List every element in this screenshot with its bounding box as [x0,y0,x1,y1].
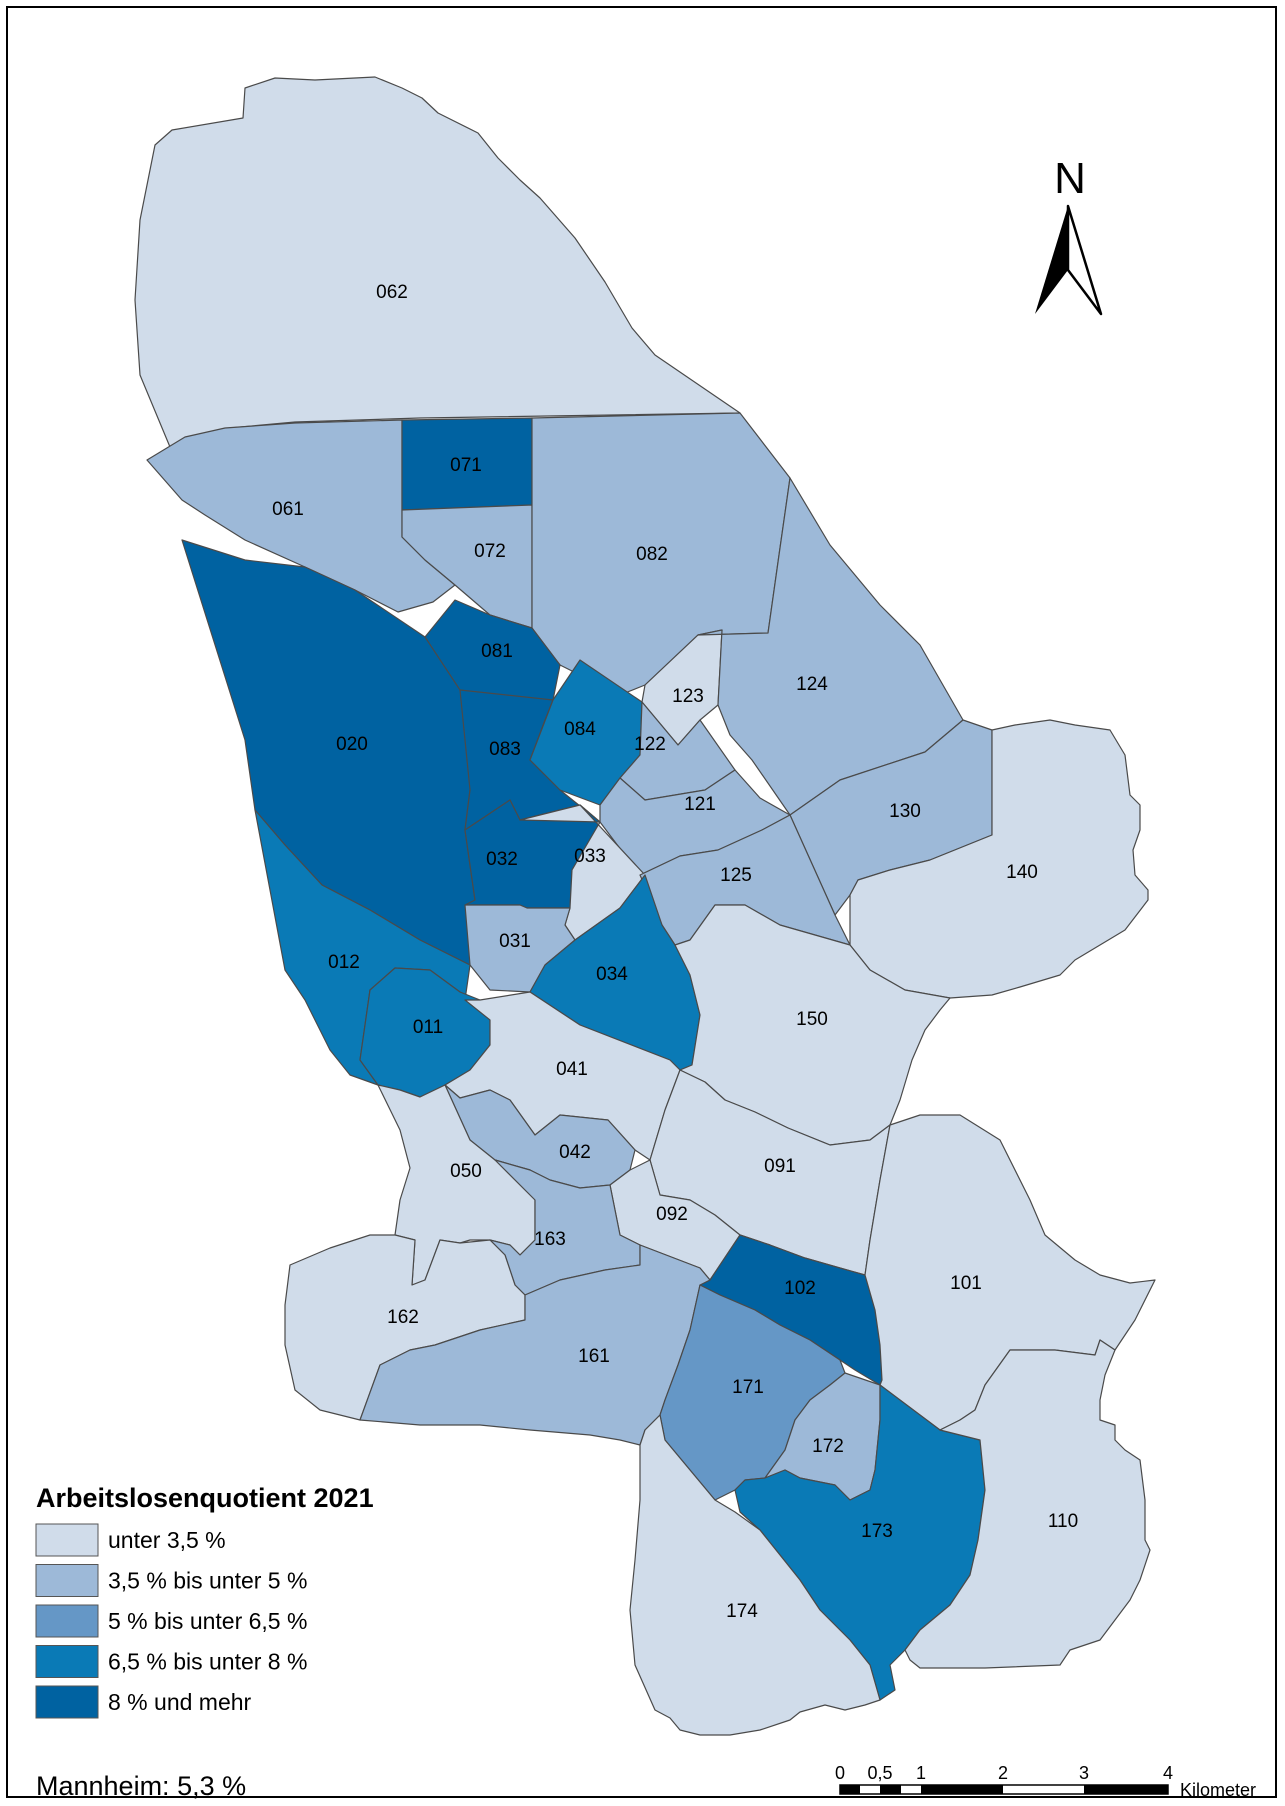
scale-tick-0: 0 [835,1763,845,1783]
district-110 [904,1339,1151,1669]
district-label-062: 062 [376,282,408,303]
district-label-081: 081 [481,641,513,662]
legend-swatch-5 [35,1685,99,1719]
district-label-050: 050 [450,1161,482,1182]
legend-label-4: 6,5 % bis unter 8 % [108,1649,307,1675]
district-label-042: 042 [559,1142,591,1163]
scale-bar: 0 0,5 1 2 3 4 Kilometer [835,1763,1256,1800]
district-label-121: 121 [684,794,716,815]
district-label-110: 110 [1048,1511,1078,1532]
legend-swatch-3 [35,1604,99,1638]
legend-title: Arbeitslosenquotient 2021 [36,1483,374,1513]
district-label-061: 061 [272,499,304,520]
district-label-034: 034 [596,964,628,985]
scale-segment-4 [1084,1785,1168,1794]
district-label-091: 091 [764,1156,796,1177]
district-label-072: 072 [474,541,506,562]
north-arrow-left-half [1035,206,1068,314]
district-label-150: 150 [796,1009,828,1030]
district-label-082: 082 [636,544,668,565]
district-label-011: 011 [413,1017,443,1038]
district-label-173: 173 [861,1521,893,1542]
district-label-092: 092 [656,1204,688,1225]
scale-unit: Kilometer [1180,1780,1256,1800]
district-label-171: 171 [732,1377,764,1398]
legend-label-1: unter 3,5 % [108,1527,226,1553]
district-label-083: 083 [489,739,521,760]
legend-label-2: 3,5 % bis unter 5 % [108,1568,307,1594]
district-062 [134,76,741,448]
scale-bar-ticks: 0 0,5 1 2 3 4 [835,1763,1173,1783]
district-161 [359,1244,711,1446]
scale-tick-5: 4 [1163,1763,1173,1783]
district-label-140: 140 [1006,862,1038,883]
legend-swatch-4 [35,1645,99,1678]
district-label-033: 033 [574,846,606,867]
district-label-031: 031 [499,931,531,952]
legend-label-3: 5 % bis unter 6,5 % [108,1608,307,1634]
city-total: Mannheim: 5,3 % [36,1771,246,1801]
district-162 [284,1234,526,1421]
scale-tick-2: 1 [916,1763,926,1783]
scale-tick-1: 0,5 [867,1763,892,1783]
districts-layer [134,76,1156,1736]
district-140 [849,719,1149,999]
district-label-123: 123 [672,686,704,707]
district-label-012: 012 [328,952,360,973]
district-label-130: 130 [889,801,921,822]
district-label-122: 122 [634,734,666,755]
district-label-041: 041 [556,1059,588,1080]
legend-swatch-1 [35,1523,99,1557]
district-label-102: 102 [784,1278,816,1299]
north-arrow-icon: N [1035,154,1103,316]
legend: Arbeitslosenquotient 2021 unter 3,5 % 3,5… [35,1483,374,1719]
district-label-071: 071 [450,455,482,476]
district-label-163: 163 [534,1229,566,1250]
scale-segment-1 [840,1785,860,1794]
legend-items: unter 3,5 % 3,5 % bis unter 5 % 5 % bis un… [35,1523,307,1719]
district-labels-layer: 062 061 071 072 082 081 020 083 084 123 124 122 121 1… [272,282,1078,1622]
scale-segment-2 [880,1785,901,1794]
scale-tick-3: 2 [998,1763,1008,1783]
district-label-172: 172 [812,1436,844,1457]
district-label-162: 162 [387,1307,419,1328]
district-label-161: 161 [578,1346,610,1367]
north-arrow-right-half [1066,204,1103,316]
scale-segment-3 [921,1785,1003,1794]
legend-swatch-2 [35,1564,99,1597]
district-label-032: 032 [486,849,518,870]
district-label-101: 101 [950,1273,982,1294]
legend-label-5: 8 % und mehr [108,1689,252,1715]
district-label-174: 174 [726,1601,758,1622]
district-061 [146,419,456,613]
district-label-084: 084 [564,719,596,740]
north-label: N [1054,154,1086,203]
district-174 [629,1414,881,1736]
district-label-124: 124 [796,674,828,695]
scale-tick-4: 3 [1079,1763,1089,1783]
district-label-125: 125 [720,865,752,886]
district-label-020: 020 [336,734,368,755]
